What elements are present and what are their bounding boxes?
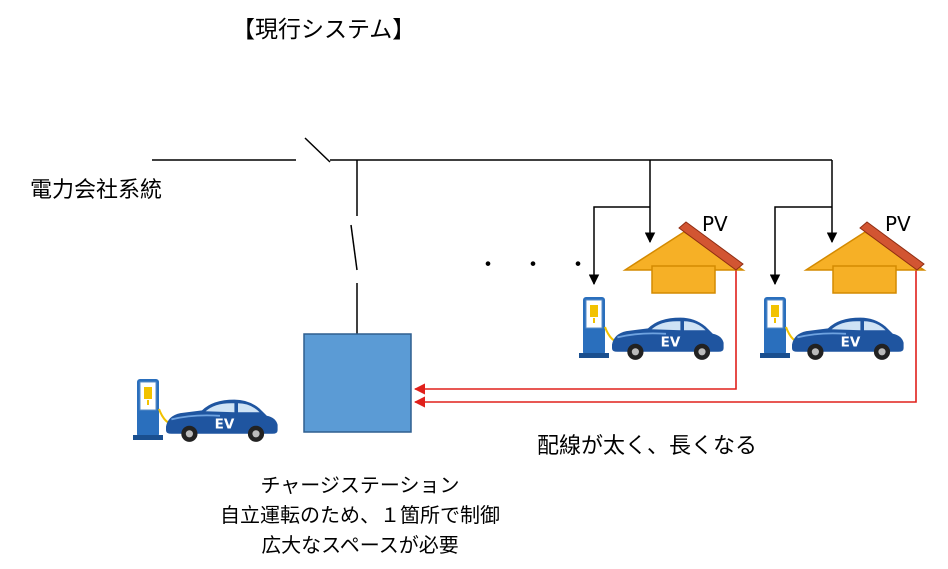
pv-label: PV bbox=[885, 212, 911, 236]
charge-station-box bbox=[303, 333, 412, 433]
grid-label: 電力会社系統 bbox=[30, 178, 163, 203]
svg-text:EV: EV bbox=[661, 334, 681, 350]
house-1 bbox=[622, 221, 746, 294]
pv-label: PV bbox=[702, 212, 728, 236]
solar-panel-icon bbox=[859, 221, 925, 271]
ellipsis: ・ ・ ・ bbox=[477, 253, 597, 278]
ev-car-icon: EV bbox=[611, 316, 725, 361]
wiring-note: 配線が太く、長くなる bbox=[537, 434, 758, 459]
pv-return-wiring bbox=[413, 270, 917, 408]
station-caption: チャージステーション 自立運転のため、１箇所で制御 広大なスペースが必要 bbox=[180, 470, 540, 560]
station-caption-line: 広大なスペースが必要 bbox=[261, 533, 459, 557]
main-switch bbox=[304, 137, 331, 163]
svg-text:EV: EV bbox=[841, 334, 861, 350]
diagram-title: 【現行システム】 bbox=[232, 17, 416, 43]
solar-panel-icon bbox=[678, 221, 744, 271]
ev-car-icon: EV bbox=[791, 316, 905, 361]
station-caption-line: チャージステーション bbox=[260, 473, 460, 497]
house-2 bbox=[803, 221, 927, 294]
ev-car-icon: EV bbox=[165, 398, 279, 443]
grid-wiring bbox=[152, 137, 838, 334]
station-switch bbox=[350, 224, 358, 271]
svg-text:EV: EV bbox=[215, 416, 235, 432]
station-caption-line: 自立運転のため、１箇所で制御 bbox=[220, 503, 500, 527]
